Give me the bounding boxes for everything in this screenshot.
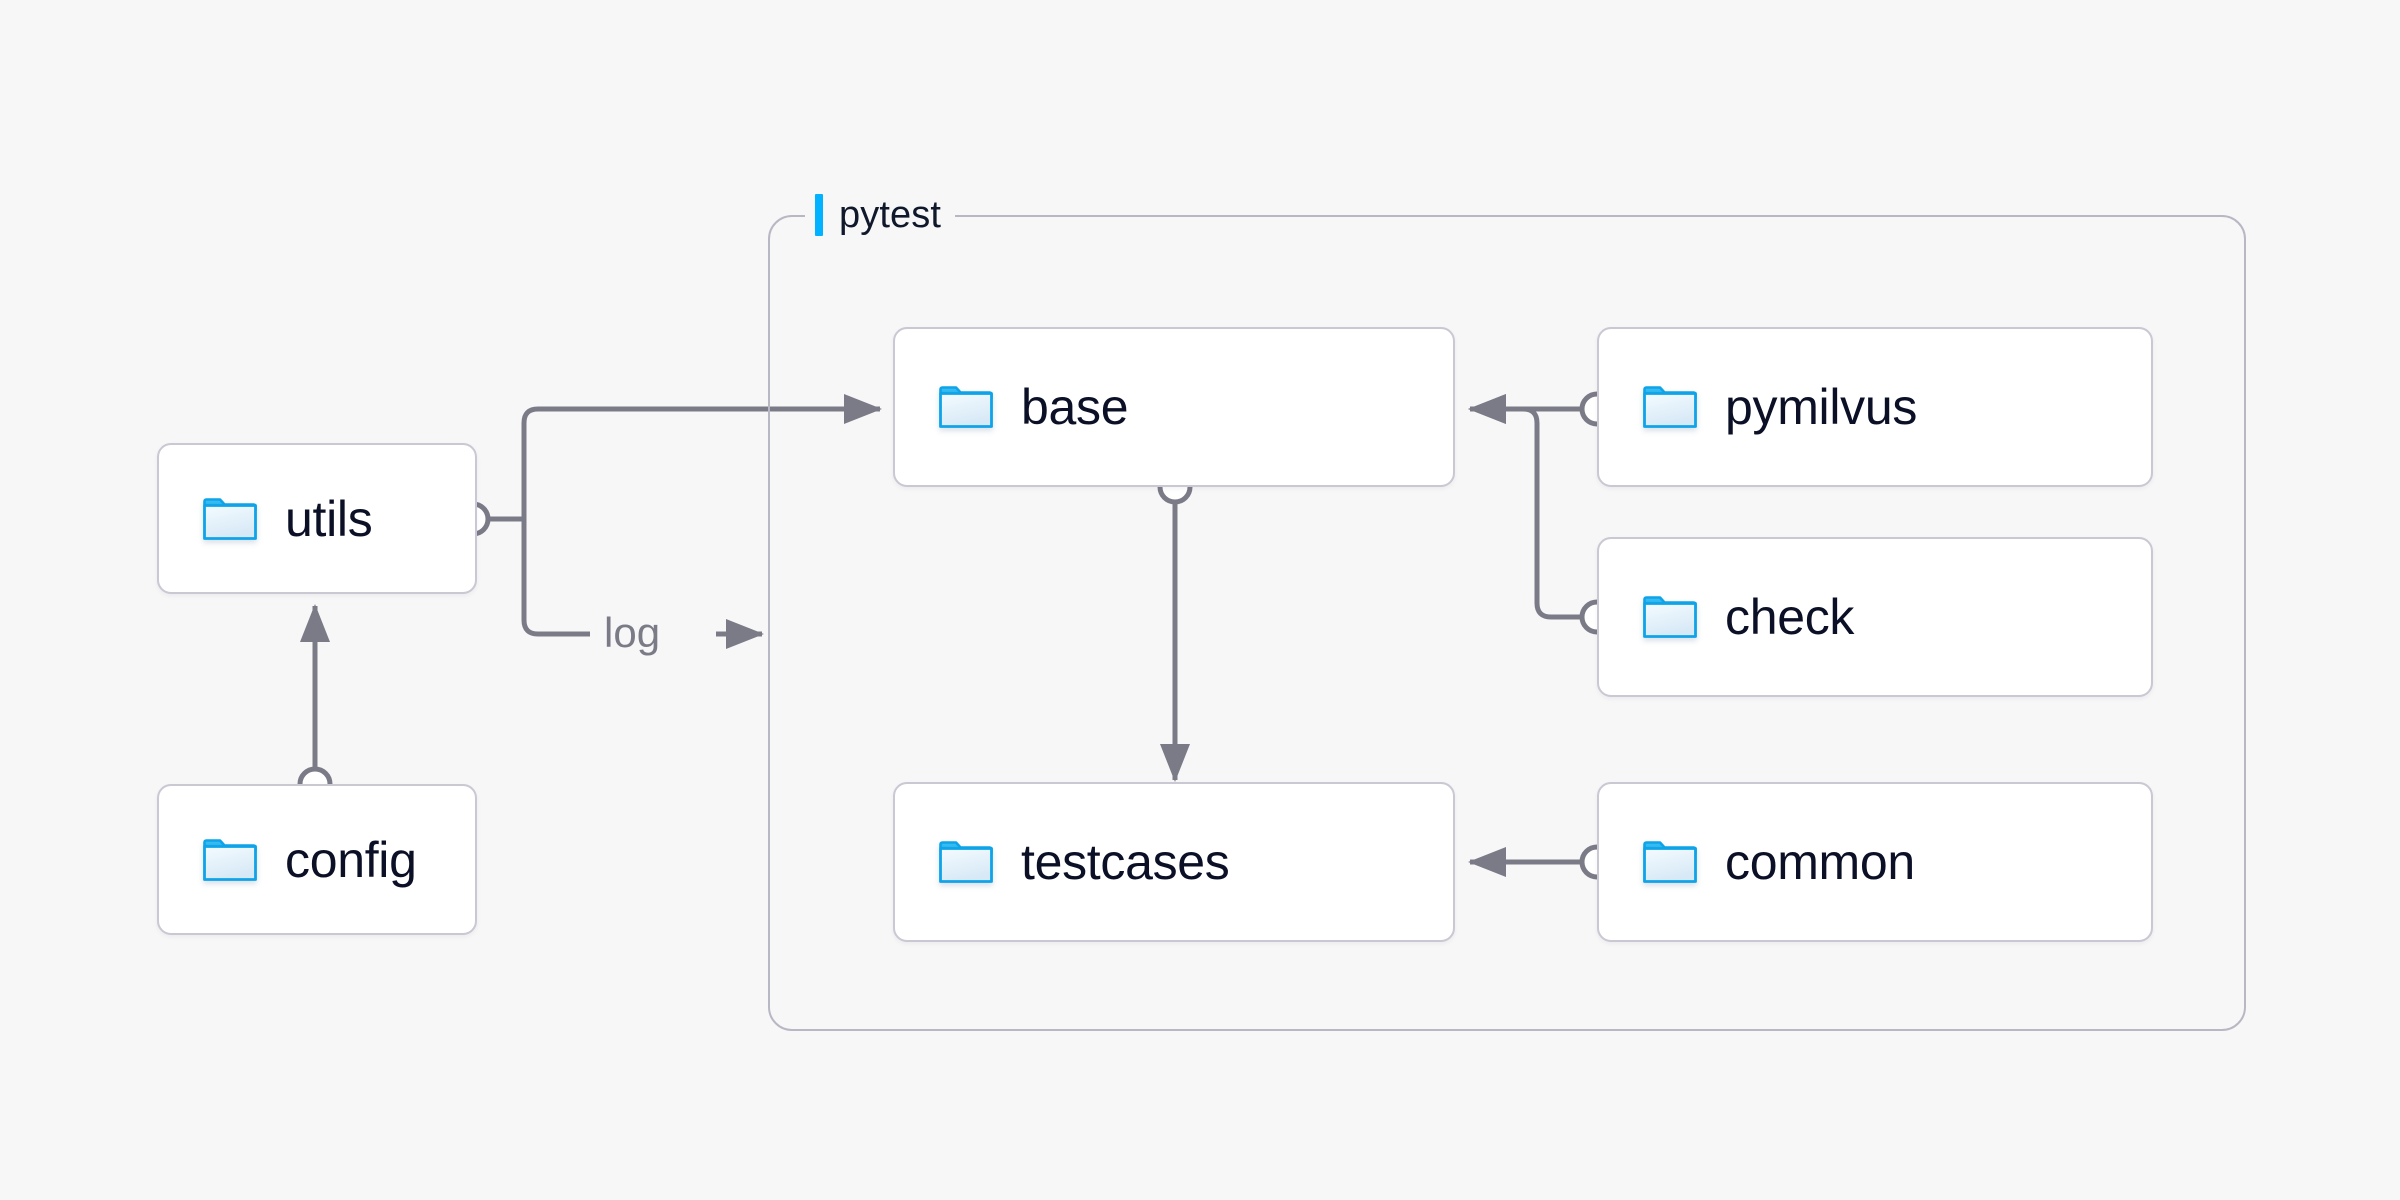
node-pymilvus[interactable]: pymilvus: [1597, 327, 2153, 487]
node-testcases[interactable]: testcases: [893, 782, 1455, 942]
node-label: check: [1725, 589, 1855, 645]
group-pytest-label: pytest: [805, 192, 955, 238]
folder-icon: [1643, 841, 1697, 883]
edge-config-utils: [297, 603, 333, 802]
node-check[interactable]: check: [1597, 537, 2153, 697]
folder-icon: [1643, 596, 1697, 638]
node-base[interactable]: base: [893, 327, 1455, 487]
node-label: testcases: [1021, 834, 1230, 890]
edge-label-log-text: log: [604, 609, 661, 656]
edge-label-log: log: [604, 612, 660, 654]
node-config[interactable]: config: [157, 784, 477, 935]
node-utils[interactable]: utils: [157, 443, 477, 594]
folder-icon: [939, 386, 993, 428]
group-accent-bar: [815, 194, 823, 236]
group-pytest[interactable]: [768, 215, 2246, 1031]
node-label: utils: [285, 490, 373, 547]
node-common[interactable]: common: [1597, 782, 2153, 942]
node-label: config: [285, 831, 417, 888]
folder-icon: [939, 841, 993, 883]
group-title: pytest: [839, 194, 941, 236]
node-label: base: [1021, 379, 1129, 435]
node-label: common: [1725, 834, 1915, 890]
folder-icon: [1643, 386, 1697, 428]
folder-icon: [203, 497, 257, 540]
folder-icon: [203, 838, 257, 881]
node-label: pymilvus: [1725, 379, 1918, 435]
